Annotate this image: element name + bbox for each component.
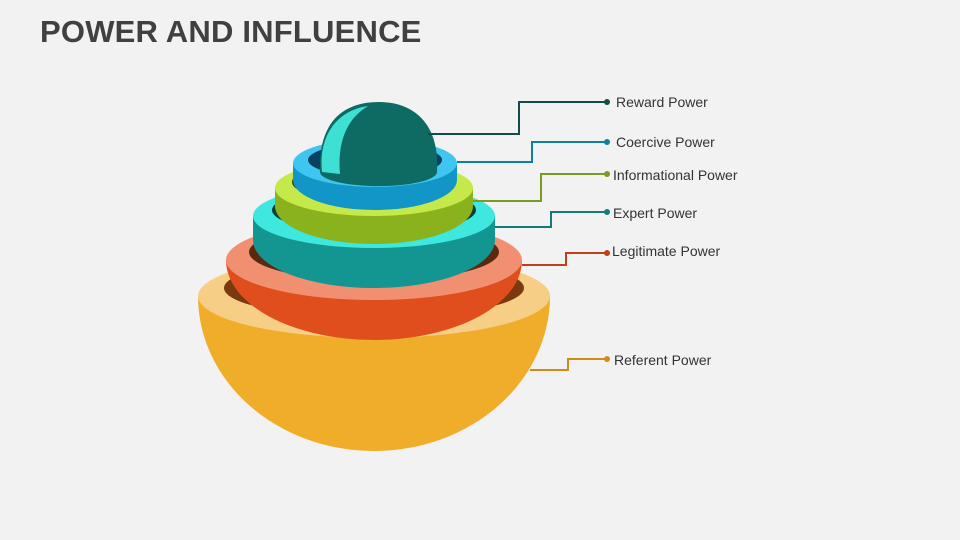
connector-reward: [428, 102, 607, 134]
connector-informational: [473, 174, 607, 201]
connector-dot-legitimate: [604, 250, 610, 256]
label-informational-power: Informational Power: [613, 167, 738, 183]
connector-dot-referent: [604, 356, 610, 362]
connector-dot-informational: [604, 171, 610, 177]
label-legitimate-power: Legitimate Power: [612, 243, 721, 259]
connector-legitimate: [522, 253, 607, 265]
label-reward-power: Reward Power: [616, 94, 708, 110]
label-referent-power: Referent Power: [614, 352, 712, 368]
connector-referent: [530, 359, 607, 370]
labels: Reward Power Coercive Power Informationa…: [612, 94, 738, 368]
connector-dot-coercive: [604, 139, 610, 145]
connector-coercive: [457, 142, 607, 162]
connector-dot-reward: [604, 99, 610, 105]
label-coercive-power: Coercive Power: [616, 134, 715, 150]
label-expert-power: Expert Power: [613, 205, 697, 221]
connector-dot-expert: [604, 209, 610, 215]
connector-expert: [495, 212, 607, 227]
layer-reward: [320, 102, 437, 186]
